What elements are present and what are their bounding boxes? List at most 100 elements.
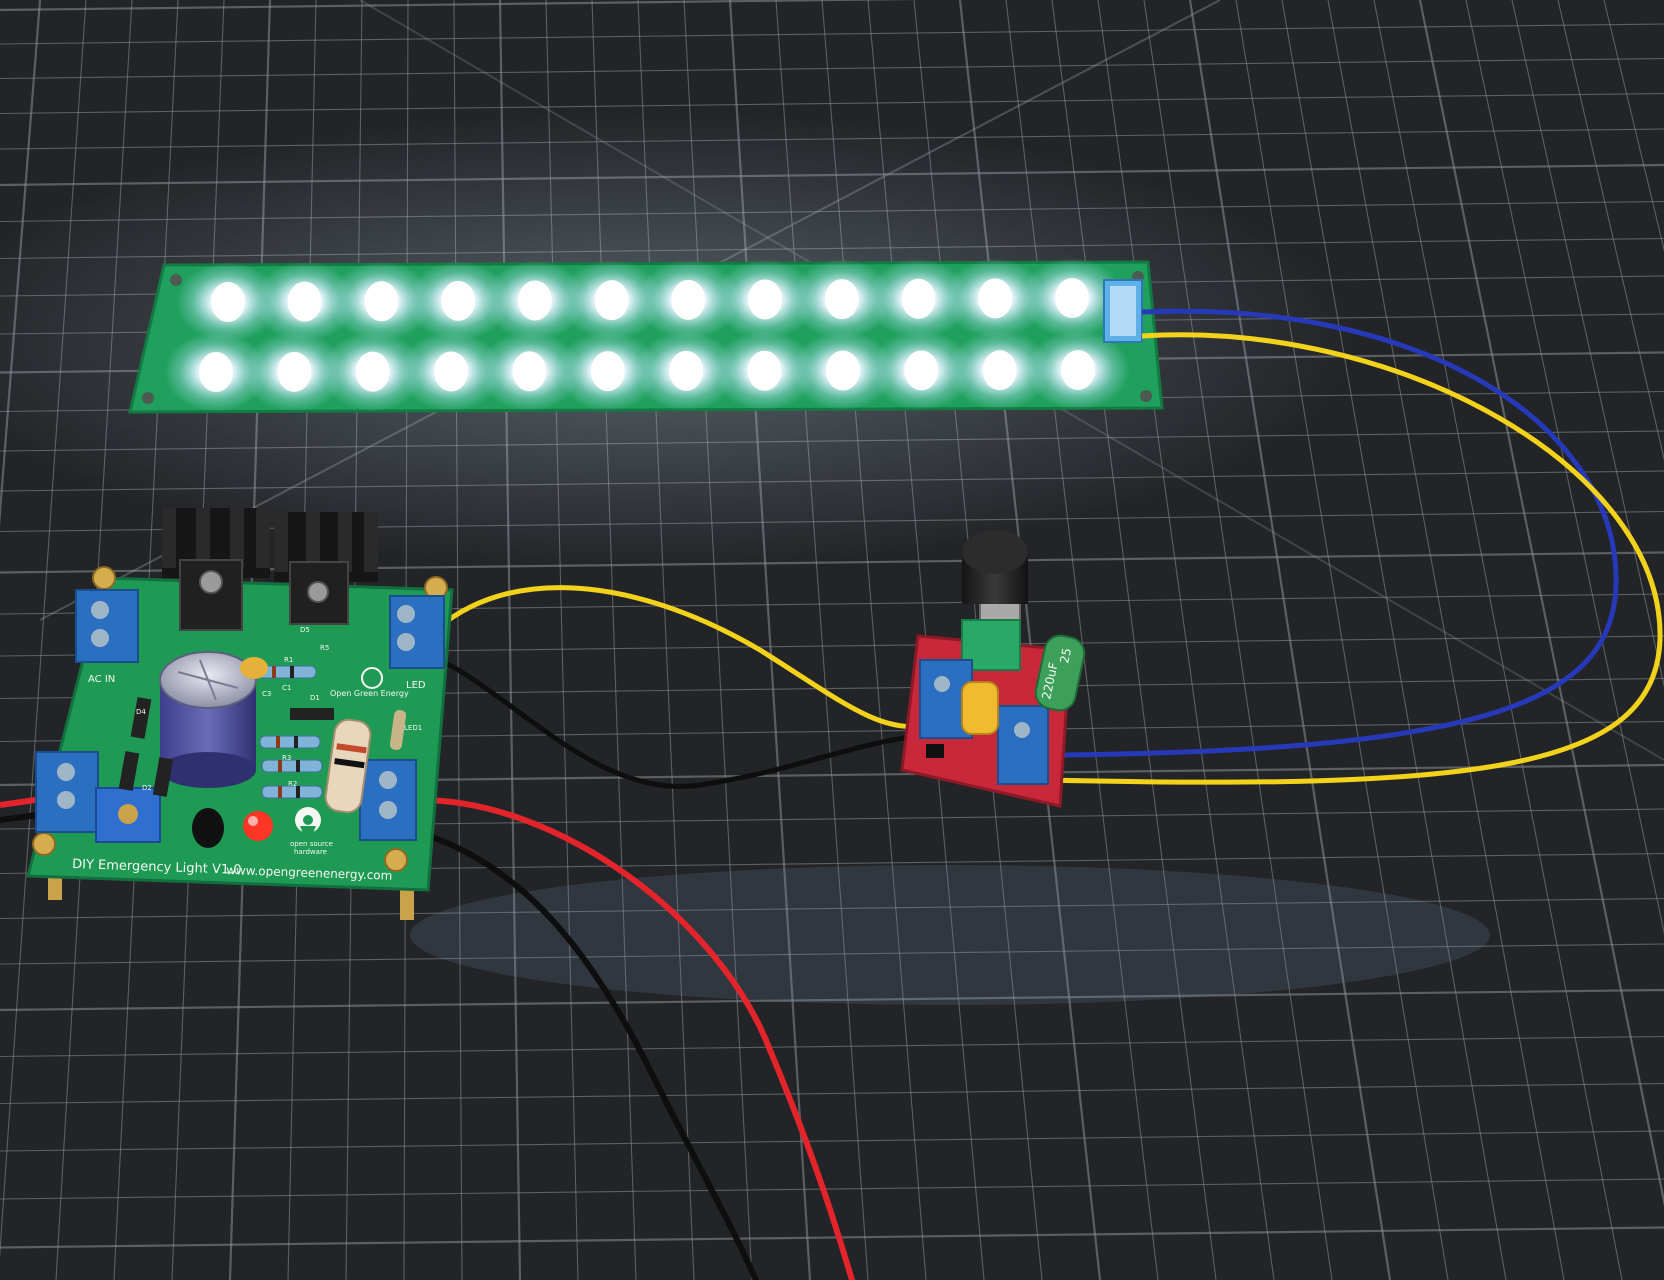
mount-hole [1140,390,1152,402]
wire-yellow-out [1044,332,1663,785]
ref-designator: D4 [136,708,146,716]
ref-designator: LED1 [404,724,422,732]
terminal-bottom-left [35,751,99,833]
diode [130,697,152,739]
indicator-led-highlight [248,816,258,826]
smd-led [1061,350,1095,390]
smd-led [1055,278,1089,318]
smd-led [671,279,706,320]
emergency-light-board: DIY Emergency Light V1.0 www.opengreenen… [26,508,454,920]
smd-led [594,280,629,321]
yellow-capacitor [961,681,999,735]
brass-screw [92,566,116,590]
diode [290,708,334,720]
grid-line-vertical [1557,0,1664,461]
resistor-band [294,736,298,748]
dimmer-terminal-out [997,705,1049,785]
diode [118,751,140,791]
grid-line-horizontal [0,92,1664,115]
oshw-gear-icon [295,807,321,836]
resistor-band [276,736,280,748]
ref-designator: C1 [282,684,291,692]
resistor-band [272,666,276,678]
grid-line-horizontal [0,23,1664,45]
smd-led [517,280,552,321]
indicator-led [243,811,273,841]
ref-designator: R3 [282,754,291,762]
heatsink-left [162,508,270,631]
mount-hole [170,274,182,286]
ref-designator: C3 [262,690,271,698]
grid-line-horizontal [0,988,1664,1012]
smd-led [277,351,312,392]
resistor-group [255,665,323,799]
smd-led [748,279,783,320]
board-url: www.opengreenenergy.com [226,863,393,883]
ref-designator: D5 [300,626,310,634]
capacitor-voltage: 25 [1057,647,1074,665]
led-array [164,258,1130,412]
smd-led [590,351,625,392]
terminal-ac-in [75,589,139,663]
resistor-band [296,786,300,798]
smd-led [211,282,245,322]
grid-line-horizontal [0,897,1664,920]
grid-line-vertical [1373,0,1623,1280]
smd-led [669,350,704,391]
resistor [261,785,323,799]
resistor-band [290,666,294,678]
smd-led [901,278,936,319]
grid-line-horizontal [0,1035,1664,1058]
grid-line-vertical [0,0,42,527]
grid-line-horizontal [0,1178,1664,1200]
ceramic-capacitor [240,657,268,679]
grid-line-horizontal [0,57,1664,80]
grid-line-vertical [1281,0,1507,1280]
grid-line-horizontal [0,1130,1664,1152]
grid-line-horizontal [0,1226,1664,1249]
board-brand: Open Green Energy [330,689,409,698]
wire-black [409,827,760,1280]
grid-line-horizontal [0,0,924,12]
mount-hole [142,392,154,404]
heatsink-right [274,512,378,625]
terminal-screw [934,676,950,692]
ref-designator: R5 [320,644,329,652]
ref-designator: R2 [288,780,297,788]
grid-line-vertical [1603,0,1664,252]
terminal-battery [359,759,417,841]
resistor [259,735,321,749]
grid-line-horizontal [0,943,1664,965]
transistor [192,808,224,848]
power-resistor [324,718,372,814]
trimmer-screw [118,804,138,824]
terminal-led [389,595,445,669]
smd-led [287,281,322,322]
led-reflection [410,865,1490,1005]
wire-red [419,797,856,1280]
resistor-band [278,760,282,772]
smd-led [199,352,233,392]
brass-screw [384,848,408,872]
small-resistor [389,710,407,750]
wire-yellow-in [436,585,931,730]
electrolytic-capacitor [159,651,257,788]
pwm-dimmer-module: 220uF 25 [900,530,1086,808]
smd-led [434,351,469,392]
smd-led [982,350,1017,391]
oshw-text-1: open source [290,840,333,848]
smd-led [512,351,547,392]
led-strip [128,258,1164,414]
oshw-text-2: hardware [294,848,327,856]
brand-logo-icon [361,667,383,689]
wire-blue [1059,308,1619,758]
board-title: DIY Emergency Light V1.0 [72,857,242,878]
ac-in-label: AC IN [88,674,115,685]
smd-led [904,350,939,391]
resistor [261,759,323,773]
smd-led [364,281,399,322]
wire-black-in [438,657,931,789]
grid-line-vertical [1418,0,1664,1207]
resistor-band [278,786,282,798]
